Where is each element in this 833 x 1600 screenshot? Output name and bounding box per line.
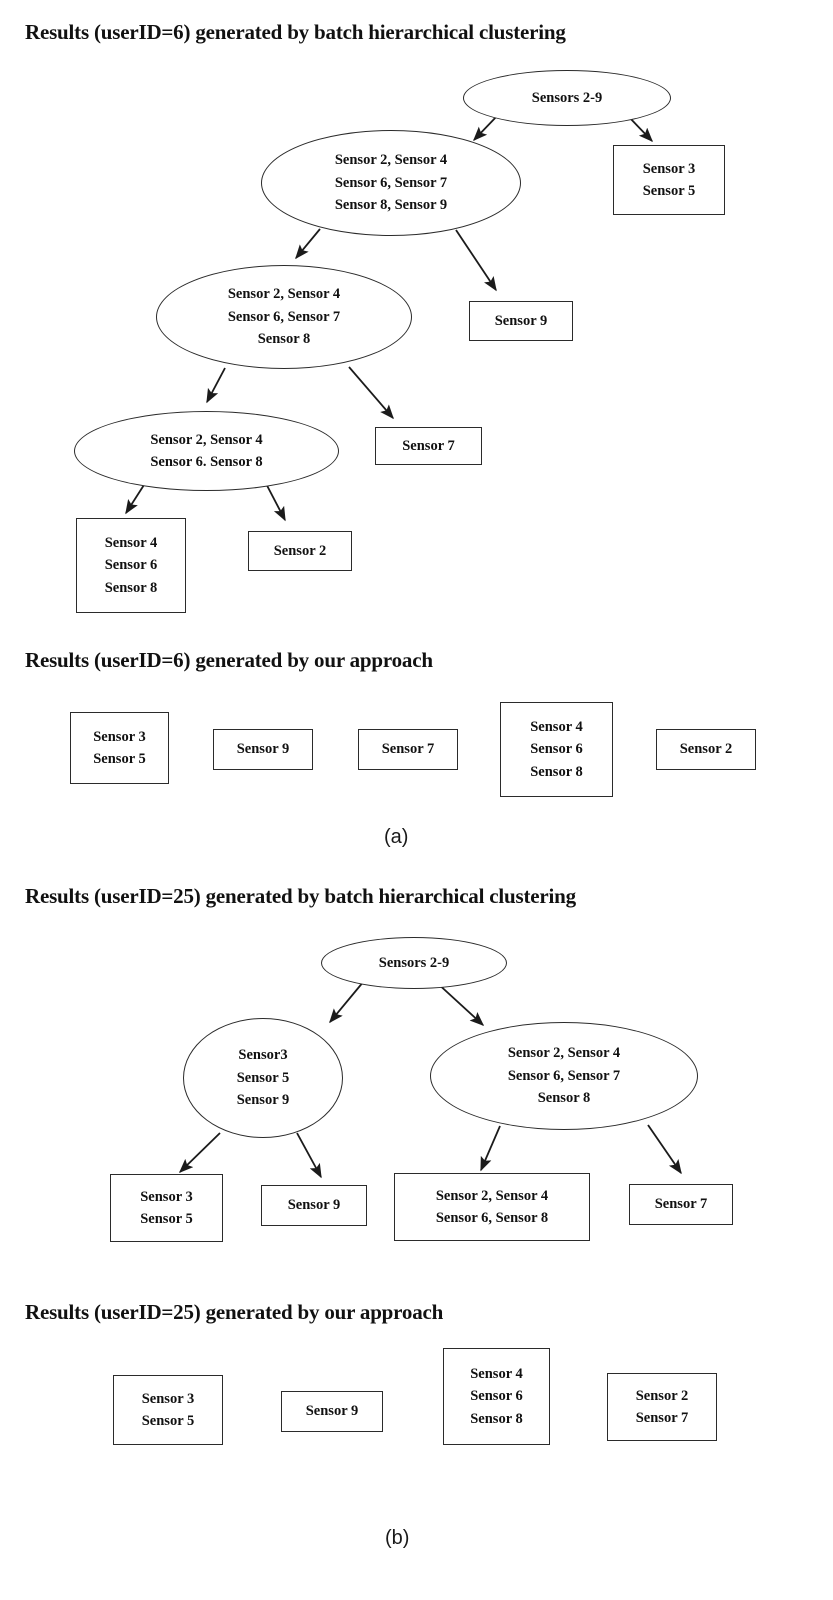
leaf-a-sensor-2[interactable]: Sensor 2 — [248, 531, 352, 571]
leaf-a-sensor-4-6-8-line1: Sensor 4 — [104, 534, 158, 551]
node-a-root[interactable]: Sensors 2-9 — [463, 70, 671, 126]
leaf-b-sensor-7[interactable]: Sensor 7 — [629, 1184, 733, 1225]
arrow-node-l1-to-node-l2 — [295, 228, 321, 260]
node-b-right-line2: Sensor 6, Sensor 7 — [507, 1067, 621, 1084]
cluster-a-1-line1: Sensor 3 — [93, 728, 146, 745]
arrow-b-root-to-node-left — [329, 980, 365, 1024]
leaf-a-sensor-9-line1: Sensor 9 — [494, 312, 548, 329]
section-b-approach-heading: Results (userID=25) generated by our app… — [25, 1300, 444, 1324]
leaf-a-sensor-4-6-8[interactable]: Sensor 4 Sensor 6 Sensor 8 — [76, 518, 186, 613]
cluster-a-1[interactable]: Sensor 3 Sensor 5 — [70, 712, 169, 784]
node-a-level2-line3: Sensor 8 — [257, 331, 311, 348]
cluster-a-5-line1: Sensor 2 — [679, 741, 733, 758]
leaf-b-sensor-2-4-6-8[interactable]: Sensor 2, Sensor 4 Sensor 6, Sensor 8 — [394, 1173, 590, 1241]
section-a-batch-heading: Results (userID=6) generated by batch hi… — [25, 20, 566, 44]
cluster-a-2-line1: Sensor 9 — [236, 741, 290, 758]
arrow-b-node-left-to-leaf-9 — [296, 1132, 322, 1179]
node-a-level2-line1: Sensor 2, Sensor 4 — [227, 286, 341, 303]
section-a-approach-heading: Results (userID=6) generated by our appr… — [25, 648, 433, 672]
node-a-level1-line2: Sensor 6, Sensor 7 — [334, 174, 448, 191]
arrow-node-l1-to-leaf-9 — [455, 229, 497, 292]
cluster-a-2[interactable]: Sensor 9 — [213, 729, 313, 770]
leaf-a-sensor-4-6-8-line3: Sensor 8 — [104, 579, 158, 596]
leaf-a-sensor-3-5-line2: Sensor 5 — [642, 183, 696, 199]
node-a-level3-line1: Sensor 2, Sensor 4 — [150, 431, 263, 448]
arrow-b-node-right-to-leaf-7 — [647, 1124, 682, 1175]
node-b-left-line2: Sensor 5 — [236, 1069, 290, 1086]
node-b-root[interactable]: Sensors 2-9 — [321, 937, 507, 989]
leaf-b-sensor-3-5-line2: Sensor 5 — [140, 1211, 193, 1227]
node-b-right[interactable]: Sensor 2, Sensor 4 Sensor 6, Sensor 7 Se… — [430, 1022, 698, 1130]
arrow-b-node-right-to-leaf-2468 — [480, 1125, 501, 1172]
cluster-a-5[interactable]: Sensor 2 — [656, 729, 756, 770]
cluster-b-1-line2: Sensor 5 — [141, 1413, 195, 1429]
leaf-b-sensor-7-line1: Sensor 7 — [654, 1196, 708, 1213]
leaf-b-sensor-3-5[interactable]: Sensor 3 Sensor 5 — [110, 1174, 223, 1242]
cluster-a-4-line1: Sensor 4 — [530, 718, 583, 735]
node-b-left-line3: Sensor 9 — [236, 1092, 290, 1109]
node-a-level2-line2: Sensor 6, Sensor 7 — [227, 308, 341, 325]
leaf-a-sensor-3-5[interactable]: Sensor 3 Sensor 5 — [613, 145, 725, 215]
cluster-b-2-line1: Sensor 9 — [305, 1403, 359, 1420]
node-b-right-line3: Sensor 8 — [537, 1090, 591, 1107]
leaf-b-sensor-2-4-6-8-line2: Sensor 6, Sensor 8 — [435, 1210, 549, 1226]
cluster-b-3-line2: Sensor 6 — [470, 1388, 523, 1405]
leaf-a-sensor-9[interactable]: Sensor 9 — [469, 301, 573, 341]
leaf-a-sensor-2-line1: Sensor 2 — [273, 542, 327, 559]
node-a-level1[interactable]: Sensor 2, Sensor 4 Sensor 6, Sensor 7 Se… — [261, 130, 521, 236]
arrow-b-node-left-to-leaf-35 — [178, 1132, 221, 1174]
leaf-a-sensor-7[interactable]: Sensor 7 — [375, 427, 482, 465]
node-a-root-line1: Sensors 2-9 — [531, 89, 603, 106]
arrow-node-l2-to-node-l3 — [206, 367, 226, 404]
node-b-left[interactable]: Sensor3 Sensor 5 Sensor 9 — [183, 1018, 343, 1138]
cluster-b-1[interactable]: Sensor 3 Sensor 5 — [113, 1375, 223, 1445]
cluster-b-3-line3: Sensor 8 — [470, 1410, 523, 1427]
cluster-a-4-line2: Sensor 6 — [530, 741, 583, 758]
cluster-b-4[interactable]: Sensor 2 Sensor 7 — [607, 1373, 717, 1441]
cluster-b-2[interactable]: Sensor 9 — [281, 1391, 383, 1432]
leaf-b-sensor-9-line1: Sensor 9 — [287, 1197, 341, 1214]
cluster-a-3[interactable]: Sensor 7 — [358, 729, 458, 770]
leaf-a-sensor-4-6-8-line2: Sensor 6 — [104, 557, 158, 574]
node-a-level3[interactable]: Sensor 2, Sensor 4 Sensor 6. Sensor 8 — [74, 411, 339, 491]
node-a-level1-line1: Sensor 2, Sensor 4 — [334, 152, 448, 169]
node-a-level2[interactable]: Sensor 2, Sensor 4 Sensor 6, Sensor 7 Se… — [156, 265, 412, 369]
leaf-b-sensor-3-5-line1: Sensor 3 — [140, 1188, 193, 1205]
leaf-a-sensor-3-5-line1: Sensor 3 — [642, 160, 696, 177]
arrow-node-l2-to-leaf-7 — [348, 366, 394, 420]
cluster-a-1-line2: Sensor 5 — [93, 751, 146, 767]
leaf-b-sensor-2-4-6-8-line1: Sensor 2, Sensor 4 — [435, 1187, 549, 1204]
node-a-level3-line2: Sensor 6. Sensor 8 — [150, 454, 263, 470]
leaf-a-sensor-7-line1: Sensor 7 — [402, 437, 455, 454]
cluster-a-4[interactable]: Sensor 4 Sensor 6 Sensor 8 — [500, 702, 613, 797]
node-b-left-line1: Sensor3 — [238, 1047, 288, 1064]
leaf-b-sensor-9[interactable]: Sensor 9 — [261, 1185, 367, 1226]
node-b-root-line1: Sensors 2-9 — [378, 954, 450, 971]
cluster-b-3[interactable]: Sensor 4 Sensor 6 Sensor 8 — [443, 1348, 550, 1445]
arrow-root-to-node-l1 — [473, 114, 499, 142]
node-a-level1-line3: Sensor 8, Sensor 9 — [334, 197, 448, 214]
cluster-b-3-line1: Sensor 4 — [470, 1365, 523, 1382]
cluster-b-4-line1: Sensor 2 — [635, 1387, 689, 1404]
subfigure-label-a: (a) — [384, 826, 409, 848]
cluster-b-4-line2: Sensor 7 — [635, 1410, 689, 1426]
cluster-a-3-line1: Sensor 7 — [381, 741, 435, 758]
cluster-a-4-line3: Sensor 8 — [530, 763, 583, 780]
subfigure-label-b: (b) — [385, 1527, 410, 1549]
node-b-right-line1: Sensor 2, Sensor 4 — [507, 1045, 621, 1062]
section-b-batch-heading: Results (userID=25) generated by batch h… — [25, 884, 576, 908]
cluster-b-1-line1: Sensor 3 — [141, 1390, 195, 1407]
